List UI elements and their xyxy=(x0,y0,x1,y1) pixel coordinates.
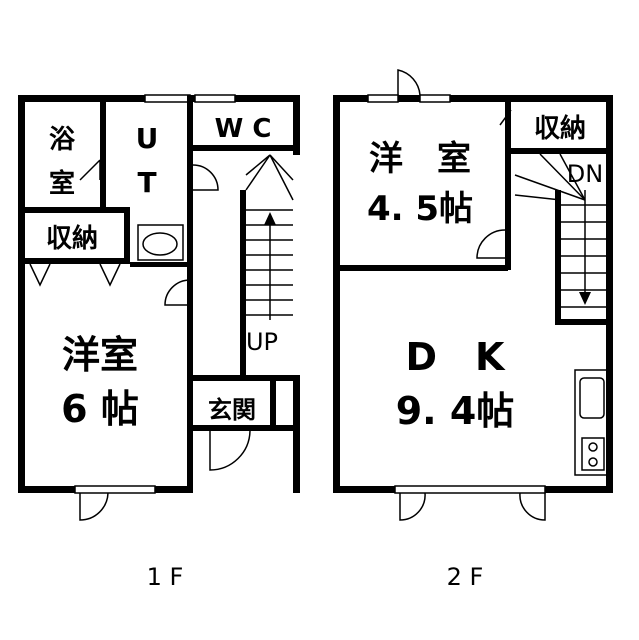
washbasin-bowl xyxy=(142,232,178,256)
closet-door xyxy=(499,109,512,126)
wall xyxy=(508,148,613,154)
window-door xyxy=(79,492,109,521)
door-swing xyxy=(397,69,421,96)
wall xyxy=(293,375,300,493)
wall xyxy=(606,95,613,493)
down-arrow-icon xyxy=(579,292,591,305)
window xyxy=(74,485,156,494)
burner-icon xyxy=(588,442,598,452)
window xyxy=(394,485,546,494)
room-ut-label-2: T xyxy=(137,166,156,199)
room-bath-label-1: 浴 xyxy=(49,125,76,155)
wall xyxy=(18,258,130,264)
window xyxy=(144,94,191,103)
room-western-label-2: 4. 5帖 xyxy=(367,189,473,229)
room-western-label-1: 洋 室 xyxy=(369,139,471,179)
wall xyxy=(555,319,610,325)
closet-door xyxy=(29,263,121,287)
door-swing xyxy=(476,229,506,259)
up-arrow-icon xyxy=(264,212,276,225)
floor-1: 浴 室 U T W C 収納 洋室 6 帖 玄関 UP 1 F xyxy=(18,94,300,591)
wall xyxy=(130,262,190,267)
wall xyxy=(333,95,340,493)
wall xyxy=(333,95,613,102)
floor-2-label: 2 F xyxy=(447,563,484,591)
room-bath-label-2: 室 xyxy=(49,168,75,199)
wall xyxy=(190,145,300,151)
washbasin xyxy=(137,224,184,261)
wall xyxy=(190,375,300,381)
room-dk-label-2: 9. 4帖 xyxy=(396,389,515,433)
burner-icon xyxy=(588,457,598,467)
room-wc-label: W C xyxy=(215,114,272,144)
kitchen-counter xyxy=(574,369,608,476)
wall xyxy=(505,95,511,270)
door-swing xyxy=(192,164,219,191)
wall xyxy=(555,190,561,325)
room-storage-label: 収納 xyxy=(46,223,98,254)
wall xyxy=(18,95,25,493)
wall xyxy=(124,207,130,264)
stove-icon xyxy=(581,437,605,471)
door-swing xyxy=(164,279,191,306)
room-western-label-2: 6 帖 xyxy=(61,387,139,431)
window xyxy=(367,94,399,103)
room-western-label-1: 洋室 xyxy=(62,333,138,377)
entry-door xyxy=(209,430,251,471)
stairs xyxy=(514,153,606,308)
stairs-down-label: DN xyxy=(567,160,603,188)
room-ut-label-1: U xyxy=(136,122,159,155)
floor-2: 洋 室 4. 5帖 収納 D K 9. 4帖 DN 2 F xyxy=(333,69,613,591)
room-entrance-label: 玄関 xyxy=(208,396,256,424)
window xyxy=(194,94,236,103)
room-dk-label-1: D K xyxy=(406,335,507,379)
floor-1-label: 1 F xyxy=(147,563,184,591)
wall xyxy=(293,95,300,155)
wall xyxy=(100,95,106,210)
wall xyxy=(190,425,300,431)
wall xyxy=(240,190,246,380)
window xyxy=(419,94,451,103)
wall xyxy=(270,375,276,430)
room-storage-label: 収納 xyxy=(534,113,586,144)
wall xyxy=(18,207,130,213)
wall xyxy=(333,265,508,271)
stairs xyxy=(245,154,294,320)
door-swing xyxy=(79,159,101,181)
balcony-door xyxy=(399,492,546,521)
wall xyxy=(187,95,193,493)
stairs-up-label: UP xyxy=(246,328,278,356)
sink-icon xyxy=(579,377,605,419)
